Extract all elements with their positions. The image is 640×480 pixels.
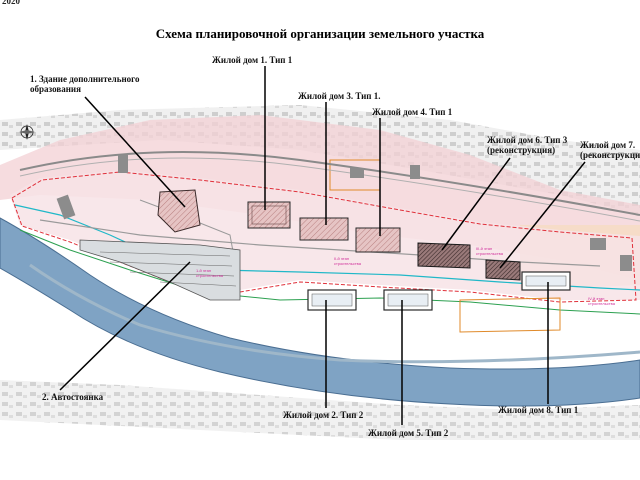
- label-house5: Жилой дом 5. Тип 2: [368, 428, 449, 438]
- embankment-road: [29, 263, 640, 364]
- diagram-title: Схема планировочной организации земельно…: [155, 26, 485, 41]
- north-road: [19, 151, 640, 216]
- green-boundary: [19, 229, 640, 315]
- north-road-2: [19, 157, 640, 222]
- house5-inner: [387, 293, 429, 307]
- label-house7: Жилой дом 7.(реконструкция): [580, 140, 640, 160]
- house8-inner: [525, 275, 567, 287]
- city-context-bottom: [0, 380, 640, 440]
- house4-building: [355, 227, 401, 253]
- leader-house6: [441, 157, 511, 251]
- label-house3: Жилой дом 3. Тип 1.: [298, 91, 381, 101]
- river: [0, 217, 640, 407]
- label-house4: Жилой дом 4. Тип 1: [372, 107, 453, 117]
- leader-lines: [59, 66, 586, 425]
- house1-core: [251, 205, 287, 225]
- parking-lines: [99, 251, 237, 287]
- north-arrow-icon: [19, 124, 35, 140]
- corner-year: 2020: [2, 0, 20, 6]
- leader-house7: [499, 161, 586, 269]
- label-house8: Жилой дом 8. Тип 1: [498, 405, 579, 415]
- leader-parking: [59, 261, 191, 391]
- leader-school: [84, 96, 186, 208]
- house7-building: [485, 259, 521, 281]
- house2-inner: [311, 293, 353, 307]
- house6-building: [417, 242, 471, 269]
- house3-building: [299, 217, 349, 241]
- school-building: [157, 189, 201, 233]
- label-parking: 2. Автостоянка: [42, 392, 104, 402]
- context-buildings: [56, 155, 632, 271]
- label-house2: Жилой дом 2. Тип 2: [283, 410, 364, 420]
- label-house6: Жилой дом 6. Тип 3(реконструкция): [487, 135, 568, 155]
- house1-building: [247, 201, 291, 229]
- label-house1: Жилой дом 1. Тип 1: [212, 55, 293, 65]
- site-boundary-red: [11, 171, 637, 303]
